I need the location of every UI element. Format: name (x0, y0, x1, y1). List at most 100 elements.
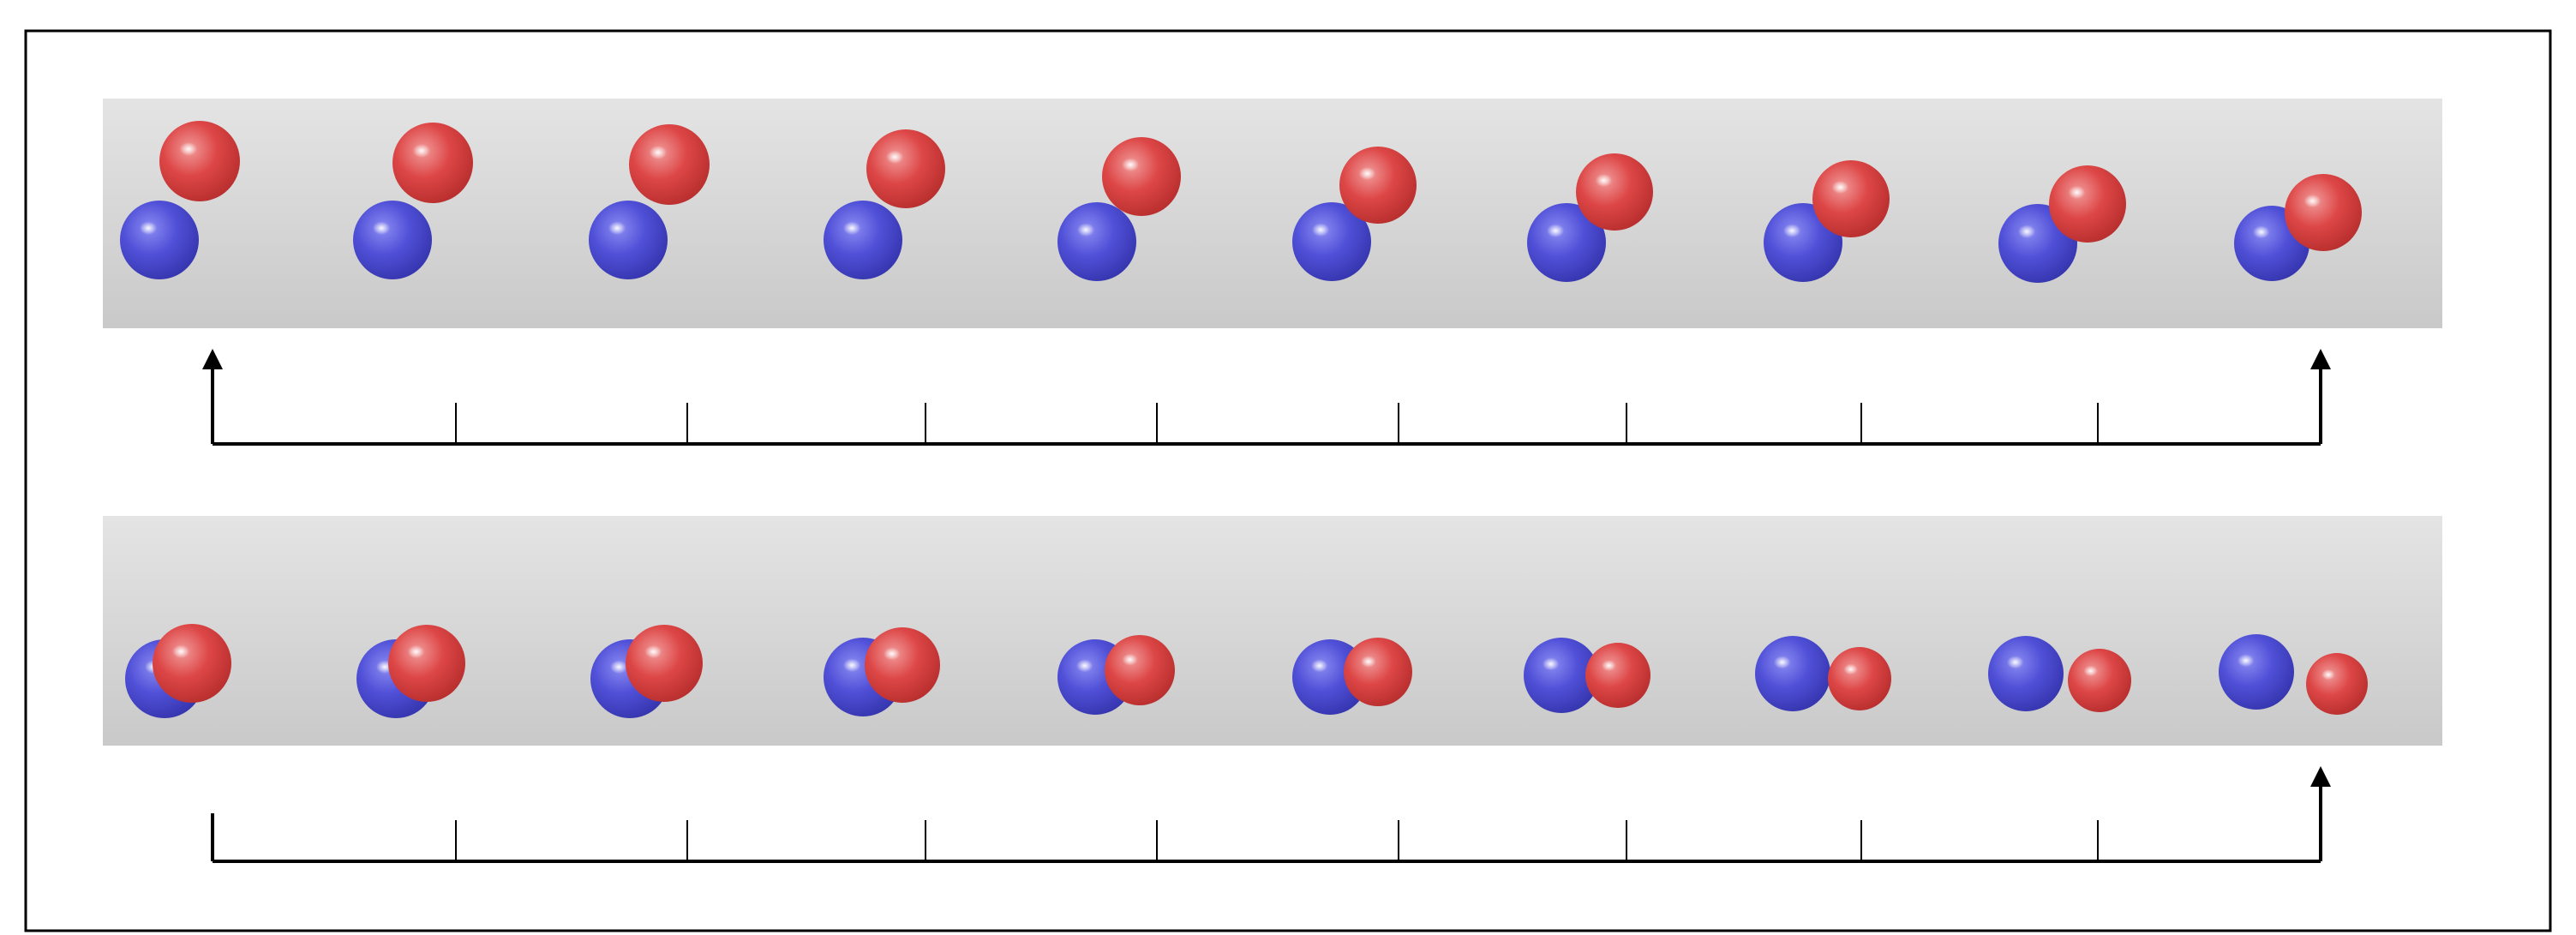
top-row-frame-3-red-droplet-body (629, 124, 710, 205)
bottom-row-frame-6-red-droplet (1344, 638, 1412, 706)
top-row-frame-3-blue-droplet-highlight (608, 221, 626, 236)
bottom-row-frame-5-blue-droplet-highlight (1076, 659, 1093, 673)
bottom-row-frame-7-red-droplet-body (1585, 643, 1650, 708)
top-row-frame-8-red-droplet-body (1812, 160, 1890, 237)
bottom-row-frame-3 (590, 625, 703, 718)
bottom-row-frame-10-red-droplet-highlight (2321, 669, 2335, 680)
top-row-frame-10-red-droplet (2285, 174, 2362, 251)
bottom-row-frame-1-red-droplet-body (153, 624, 231, 703)
bottom-row-frame-7-blue-droplet (1524, 638, 1599, 713)
top-row-frame-5-blue-droplet (1057, 202, 1136, 281)
top-row-frame-5-red-droplet (1102, 137, 1181, 216)
bottom-row-frame-3-blue-droplet-highlight (610, 660, 628, 674)
bottom-row-frame-8-red-droplet-body (1828, 647, 1891, 710)
top-row-frame-5-blue-droplet-highlight (1077, 223, 1095, 237)
top-row-frame-6-red-droplet-highlight (1358, 166, 1376, 181)
top-row-frame-3-red-droplet-highlight (649, 145, 668, 159)
top-row-frame-6-blue-droplet (1292, 202, 1371, 281)
bottom-row-frame-4-red-droplet-highlight (884, 647, 901, 661)
bottom-row-frame-7-red-droplet-highlight (1602, 660, 1616, 672)
top-row-frame-2-blue-droplet-highlight (373, 221, 391, 236)
top-row-frame-6-red-droplet (1339, 147, 1417, 224)
bottom-row-frame-5-red-droplet-highlight (1122, 653, 1138, 666)
top-row-frame-8-red-droplet (1812, 160, 1890, 237)
top-row-frame-9-red-droplet (2049, 165, 2126, 243)
bottom-row-frame-10-red-droplet-body (2306, 653, 2368, 715)
bottom-row-frame-2-red-droplet (388, 625, 465, 702)
top-row-frame-4-red-droplet-body (866, 129, 945, 208)
top-row-frame-6-blue-droplet-highlight (1312, 223, 1330, 237)
bottom-row-frame-9 (1988, 636, 2131, 712)
bottom-row-frame-1-red-droplet (153, 624, 231, 703)
top-row-frame-9 (1998, 165, 2126, 283)
bottom-row-frame-4 (824, 627, 940, 716)
bottom-row-frame-6-red-droplet-body (1344, 638, 1412, 706)
bottom-row-frame-10-blue-droplet-highlight (2238, 654, 2255, 668)
top-row-frame-5-red-droplet-highlight (1122, 158, 1140, 172)
bottom-row-frame-10-blue-droplet (2219, 634, 2294, 710)
top-row-frame-7-red-droplet-highlight (1595, 173, 1613, 188)
bottom-row-frame-1 (125, 624, 231, 718)
bottom-row-frame-8-blue-droplet (1755, 636, 1830, 711)
top-row-frame-3 (589, 124, 710, 279)
bottom-row-frame-10-red-droplet (2306, 653, 2368, 715)
top-row-frame-10 (2234, 174, 2362, 281)
bottom-row-frame-2-red-droplet-highlight (407, 644, 425, 659)
bottom-row-frame-9-red-droplet (2068, 649, 2131, 712)
bottom-row-frame-8-blue-droplet-body (1755, 636, 1830, 711)
top-row-frame-7-blue-droplet-body (1527, 203, 1606, 282)
bottom-row-frame-5 (1057, 635, 1175, 715)
bottom-row-background (103, 516, 2442, 746)
top-row-frame-6-blue-droplet-body (1292, 202, 1371, 281)
bottom-row-frame-8-blue-droplet-highlight (1774, 656, 1791, 669)
top-row-frame-4-red-droplet (866, 129, 945, 208)
top-row-frame-2-red-droplet-body (392, 123, 473, 203)
bottom-row-frame-7-red-droplet (1585, 643, 1650, 708)
top-row-strip (103, 99, 2442, 328)
top-row-frame-4 (824, 129, 945, 279)
bottom-row-frame-4-blue-droplet-highlight (843, 658, 861, 673)
bottom-row-frame-2-red-droplet-body (388, 625, 465, 702)
top-row-frame-3-blue-droplet-body (589, 201, 668, 279)
top-row-frame-6 (1292, 147, 1417, 281)
top-row-frame-7 (1527, 153, 1653, 282)
top-row-frame-4-blue-droplet (824, 201, 902, 279)
top-row-droplet-frames (120, 121, 2362, 283)
top-row-frame-4-blue-droplet-body (824, 201, 902, 279)
bottom-row-frame-9-blue-droplet (1988, 636, 2064, 711)
top-row-timeline (202, 349, 2331, 446)
top-row-frame-8-red-droplet-highlight (1831, 180, 1849, 195)
bottom-row-frame-10-blue-droplet-body (2219, 634, 2294, 710)
top-row-frame-3-blue-droplet (589, 201, 668, 279)
bottom-row-frame-7 (1524, 638, 1650, 713)
top-row-frame-5 (1057, 137, 1181, 281)
top-row-frame-3-red-droplet (629, 124, 710, 205)
bottom-row-frame-4-red-droplet (865, 627, 940, 703)
bottom-row-frame-9-red-droplet-highlight (2083, 665, 2098, 677)
top-row-frame-4-blue-droplet-highlight (843, 221, 861, 236)
bottom-row-frame-9-red-droplet-body (2068, 649, 2131, 712)
bottom-row-frame-3-red-droplet-highlight (644, 644, 662, 659)
top-row-frame-9-blue-droplet-highlight (2018, 225, 2036, 239)
top-row-frame-2 (353, 123, 473, 279)
bottom-row-frame-5-red-droplet-body (1105, 635, 1175, 705)
bottom-row-droplet-frames (125, 624, 2368, 718)
top-row-frame-1 (120, 121, 240, 279)
top-row-frame-6-red-droplet-body (1339, 147, 1417, 224)
bottom-row-frame-8-red-droplet (1828, 647, 1891, 710)
top-row-frame-7-red-droplet-body (1576, 153, 1653, 231)
top-row-frame-1-red-droplet-highlight (179, 141, 198, 156)
top-row-frame-9-red-droplet-body (2049, 165, 2126, 243)
bottom-row-frame-8 (1755, 636, 1891, 711)
top-row-frame-7-red-droplet (1576, 153, 1653, 231)
top-row-frame-9-red-droplet-highlight (2068, 185, 2086, 200)
bottom-row-frame-7-blue-droplet-body (1524, 638, 1599, 713)
bottom-row-frame-3-red-droplet (626, 625, 703, 702)
bottom-row-frame-6 (1292, 638, 1412, 715)
top-row-frame-5-blue-droplet-body (1057, 202, 1136, 281)
top-row-frame-1-blue-droplet-body (120, 201, 199, 279)
top-row-frame-1-blue-droplet-highlight (140, 221, 158, 236)
top-row-frame-2-blue-droplet-body (353, 201, 432, 279)
bottom-row-frame-2 (356, 625, 465, 718)
